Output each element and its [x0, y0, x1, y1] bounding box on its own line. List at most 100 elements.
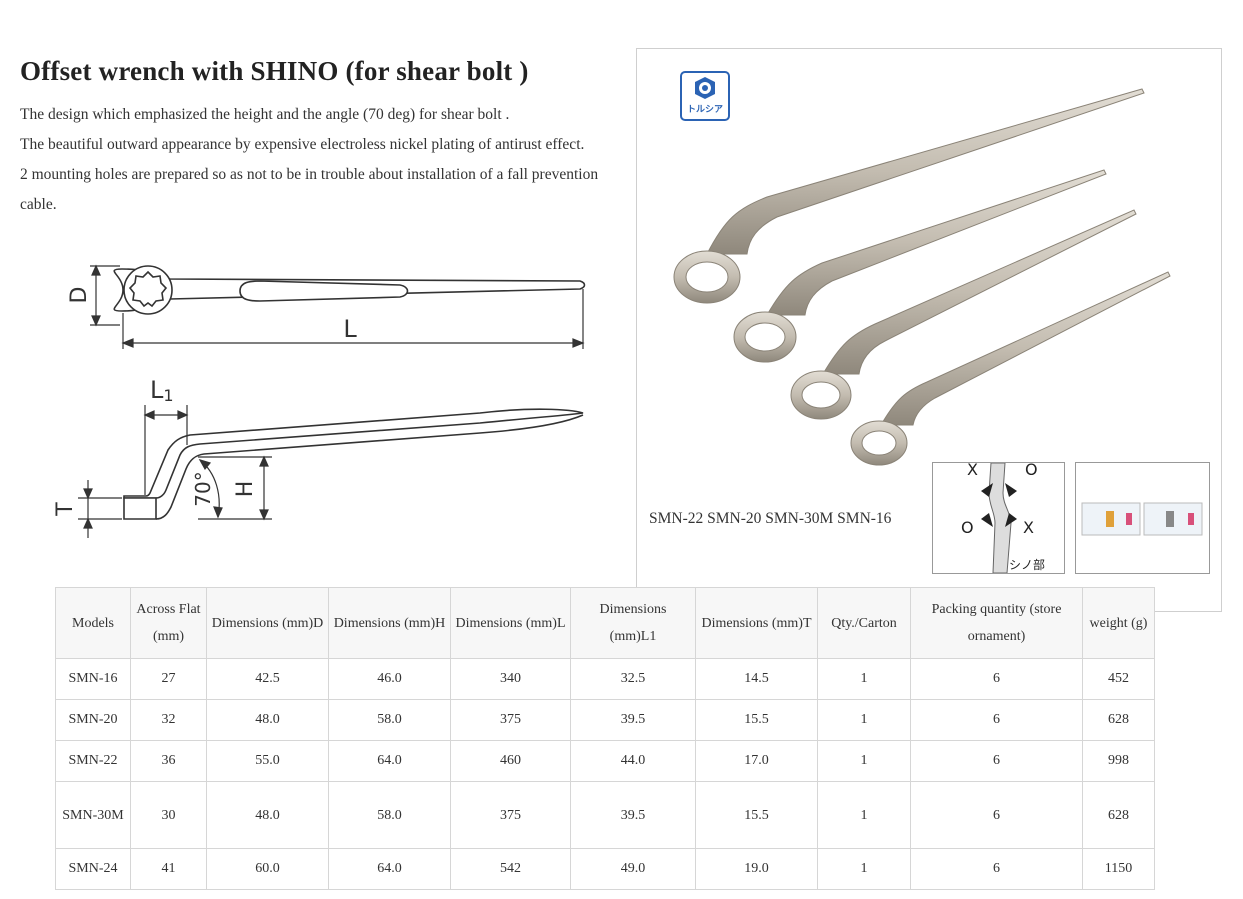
header-weight: weight (g) [1082, 587, 1155, 659]
table-row: SMN-30M 30 48.0 58.0 375 39.5 15.5 1 6 6… [55, 781, 1155, 849]
cell-model: SMN-16 [55, 658, 131, 700]
cell-l1: 49.0 [570, 848, 696, 890]
table-row: SMN-22 36 55.0 64.0 460 44.0 17.0 1 6 99… [55, 740, 1155, 782]
cell-model: SMN-30M [55, 781, 131, 849]
wrench-smn-30m [790, 209, 1137, 420]
table-row: SMN-24 41 60.0 64.0 542 49.0 19.0 1 6 11… [55, 848, 1155, 890]
cell-d: 42.5 [206, 658, 329, 700]
shino-label: シノ部 [1009, 557, 1045, 572]
cell-across-flat: 36 [130, 740, 207, 782]
cell-qty: 1 [817, 740, 911, 782]
spec-table: Models Across Flat (mm) Dimensions (mm)D… [55, 587, 1155, 890]
hex-bolt-icon [695, 77, 715, 99]
installation-diagram-thumbnail[interactable] [1075, 462, 1210, 574]
photo-caption: SMN-22 SMN-20 SMN-30M SMN-16 [649, 510, 892, 527]
cell-l: 460 [450, 740, 571, 782]
top-view-wrench [113, 265, 586, 315]
label-angle: 70° [191, 471, 215, 506]
cell-l: 542 [450, 848, 571, 890]
cell-model: SMN-24 [55, 848, 131, 890]
cell-weight: 452 [1082, 658, 1155, 700]
header-dim-d: Dimensions (mm)D [206, 587, 329, 659]
cell-across-flat: 30 [130, 781, 207, 849]
wrench-smn-22 [673, 88, 1145, 304]
cell-qty: 1 [817, 699, 911, 741]
description-line-1: The design which emphasized the height a… [20, 106, 510, 123]
cell-weight: 628 [1082, 781, 1155, 849]
cell-weight: 998 [1082, 740, 1155, 782]
label-t: T [53, 502, 78, 517]
cell-t: 15.5 [695, 781, 818, 849]
cell-t: 19.0 [695, 848, 818, 890]
cell-l1: 39.5 [570, 699, 696, 741]
cell-packing: 6 [910, 740, 1083, 782]
cell-packing: 6 [910, 699, 1083, 741]
dimension-t [78, 480, 122, 538]
table-row: SMN-16 27 42.5 46.0 340 32.5 14.5 1 6 45… [55, 658, 1155, 700]
cell-h: 58.0 [328, 781, 451, 849]
header-qty-carton: Qty./Carton [817, 587, 911, 659]
table-header-row: Models Across Flat (mm) Dimensions (mm)D… [55, 587, 1155, 659]
label-l1: L1 [150, 376, 174, 405]
cell-across-flat: 32 [130, 699, 207, 741]
header-models: Models [55, 587, 131, 659]
dimension-d [90, 264, 120, 327]
cell-d: 60.0 [206, 848, 329, 890]
cell-t: 15.5 [695, 699, 818, 741]
cell-l: 340 [450, 658, 571, 700]
cell-h: 64.0 [328, 848, 451, 890]
cell-l1: 44.0 [570, 740, 696, 782]
cell-l: 375 [450, 699, 571, 741]
cell-l: 375 [450, 781, 571, 849]
torshia-badge: トルシア [680, 71, 730, 121]
wrench-photo [673, 88, 1171, 466]
cell-qty: 1 [817, 781, 911, 849]
cell-packing: 6 [910, 848, 1083, 890]
product-photo-panel: トルシア SMN-22 [636, 48, 1222, 612]
cell-d: 55.0 [206, 740, 329, 782]
mark-x-top: X [967, 463, 978, 479]
cell-t: 14.5 [695, 658, 818, 700]
header-dim-h: Dimensions (mm)H [328, 587, 451, 659]
page-title: Offset wrench with SHINO (for shear bolt… [20, 56, 529, 86]
cell-h: 46.0 [328, 658, 451, 700]
dimension-l [121, 289, 585, 349]
header-packing-qty: Packing quantity (store ornament) [910, 587, 1083, 659]
cell-packing: 6 [910, 658, 1083, 700]
badge-label: トルシア [686, 105, 723, 115]
description-line-2: The beautiful outward appearance by expe… [20, 136, 585, 153]
label-h: H [233, 481, 258, 498]
direction-arrows-icon [981, 483, 1017, 527]
cell-across-flat: 41 [130, 848, 207, 890]
cell-h: 58.0 [328, 699, 451, 741]
cell-d: 48.0 [206, 781, 329, 849]
cell-t: 17.0 [695, 740, 818, 782]
cell-weight: 628 [1082, 699, 1155, 741]
cell-packing: 6 [910, 781, 1083, 849]
dimension-diagram: D L L1 T H 70° [53, 264, 586, 538]
cell-across-flat: 27 [130, 658, 207, 700]
label-d: D [67, 287, 92, 304]
cell-weight: 1150 [1082, 848, 1155, 890]
cell-qty: 1 [817, 658, 911, 700]
cell-model: SMN-20 [55, 699, 131, 741]
cell-h: 64.0 [328, 740, 451, 782]
cell-d: 48.0 [206, 699, 329, 741]
mark-o-top: O [1025, 463, 1038, 479]
cell-l1: 32.5 [570, 658, 696, 700]
twelve-point-socket-icon [128, 270, 168, 308]
description-line-3: 2 mounting holes are prepared so as not … [20, 166, 599, 213]
description: The design which emphasized the height a… [20, 100, 620, 220]
side-view-wrench [123, 408, 584, 520]
header-across-flat: Across Flat (mm) [130, 587, 207, 659]
mark-o-bottom: O [961, 518, 974, 537]
dimension-h [198, 455, 272, 521]
shino-detail-thumbnail[interactable]: X O O X シノ部 [932, 460, 1065, 574]
cell-qty: 1 [817, 848, 911, 890]
header-dim-l1: Dimensions (mm)L1 [570, 587, 696, 659]
label-l: L [343, 315, 357, 343]
dimension-l1 [143, 405, 189, 495]
cell-model: SMN-22 [55, 740, 131, 782]
header-dim-l: Dimensions (mm)L [450, 587, 571, 659]
header-dim-t: Dimensions (mm)T [695, 587, 818, 659]
